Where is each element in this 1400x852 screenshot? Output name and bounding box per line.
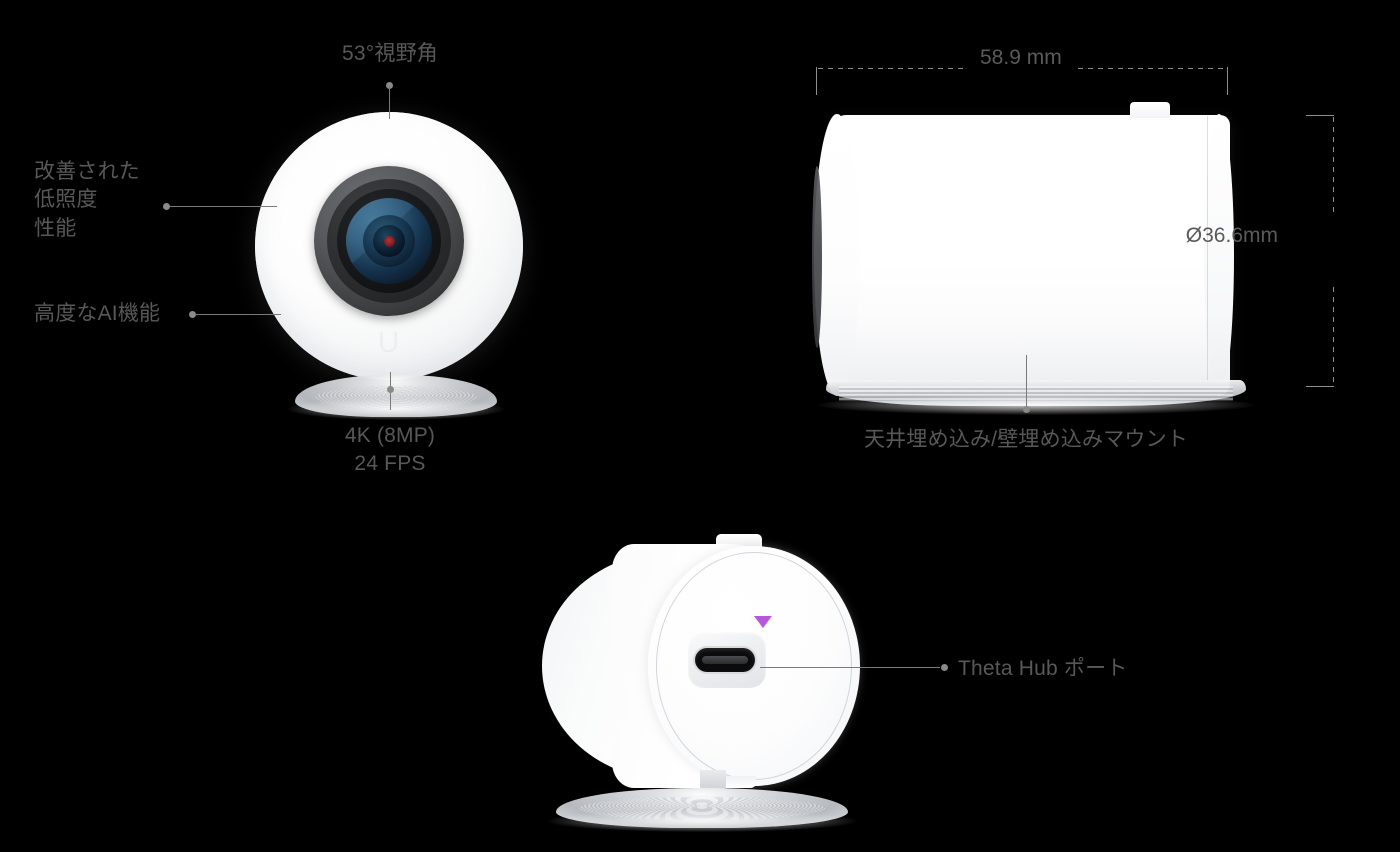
ir-sensor-dot [384,236,395,247]
callout-low-light-dot [163,203,170,210]
port-orientation-marker-icon [754,616,772,628]
callout-ai-dot [189,311,196,318]
dimension-width-cap-right [1227,67,1228,95]
dimension-width-label: 58.9 mm [980,46,1062,69]
rear-view-foot [700,770,726,790]
camera-side-seam [1207,116,1208,394]
callout-ai-features: 高度なAI機能 [34,302,161,325]
callout-mount: 天井埋め込み/壁埋め込みマウント [863,428,1189,451]
front-view-camera: U. [255,112,523,380]
callout-low-light-leader [169,206,277,207]
front-view-base-glow [288,398,504,420]
lens-ring-inner [337,189,441,293]
dimension-width-segment-left [818,68,966,69]
callout-fov-leader [389,86,390,119]
ubiquiti-logo: U. [377,326,401,359]
callout-low-light: 改善された 低照度 性能 [34,160,140,240]
camera-front-housing: U. [255,112,523,380]
callout-port-leader [760,667,940,668]
side-view-camera [812,102,1234,402]
dimension-width-cap-left [816,67,817,95]
side-view-base-glow [818,395,1254,415]
camera-side-top-tab [1130,102,1170,118]
camera-side-lens-bezel [812,166,822,348]
callout-ai-leader [195,314,281,315]
callout-resolution: 4K (8MP) 24 FPS [344,424,436,476]
usb-c-port [695,648,755,672]
callout-fov-dot [386,82,393,89]
dimension-diameter-cap-bottom [1306,386,1334,387]
callout-field-of-view: 53°視野角 [342,42,438,65]
dimension-diameter-segment-bottom [1333,287,1334,385]
ubiquiti-logo-letter: U [377,326,400,359]
rear-bottom-tab [724,776,756,788]
dimension-diameter-cap-top [1306,115,1334,116]
callout-mount-leader [1026,355,1027,411]
camera-side-rear-cap [1204,114,1234,396]
lens-element-outer [363,215,415,267]
callout-theta-hub-port: Theta Hub ポート [958,657,1128,680]
rear-view-camera [520,530,880,800]
dimension-diameter-segment-top [1333,117,1334,215]
callout-resolution-dot [387,386,394,393]
camera-side-housing [832,115,1230,395]
callout-port-dot [941,664,948,671]
lens-element-inner [373,225,405,257]
lens-barrel [314,166,464,316]
rear-view-base-glow [548,810,856,832]
dimension-diameter-label: Ø36.6mm [1185,224,1278,247]
ubiquiti-logo-dot: . [398,333,401,344]
callout-mount-dot [1023,406,1030,413]
lens-ring-middle [327,179,451,303]
dimension-width-segment-right [1078,68,1226,69]
lens-glass [346,198,432,284]
